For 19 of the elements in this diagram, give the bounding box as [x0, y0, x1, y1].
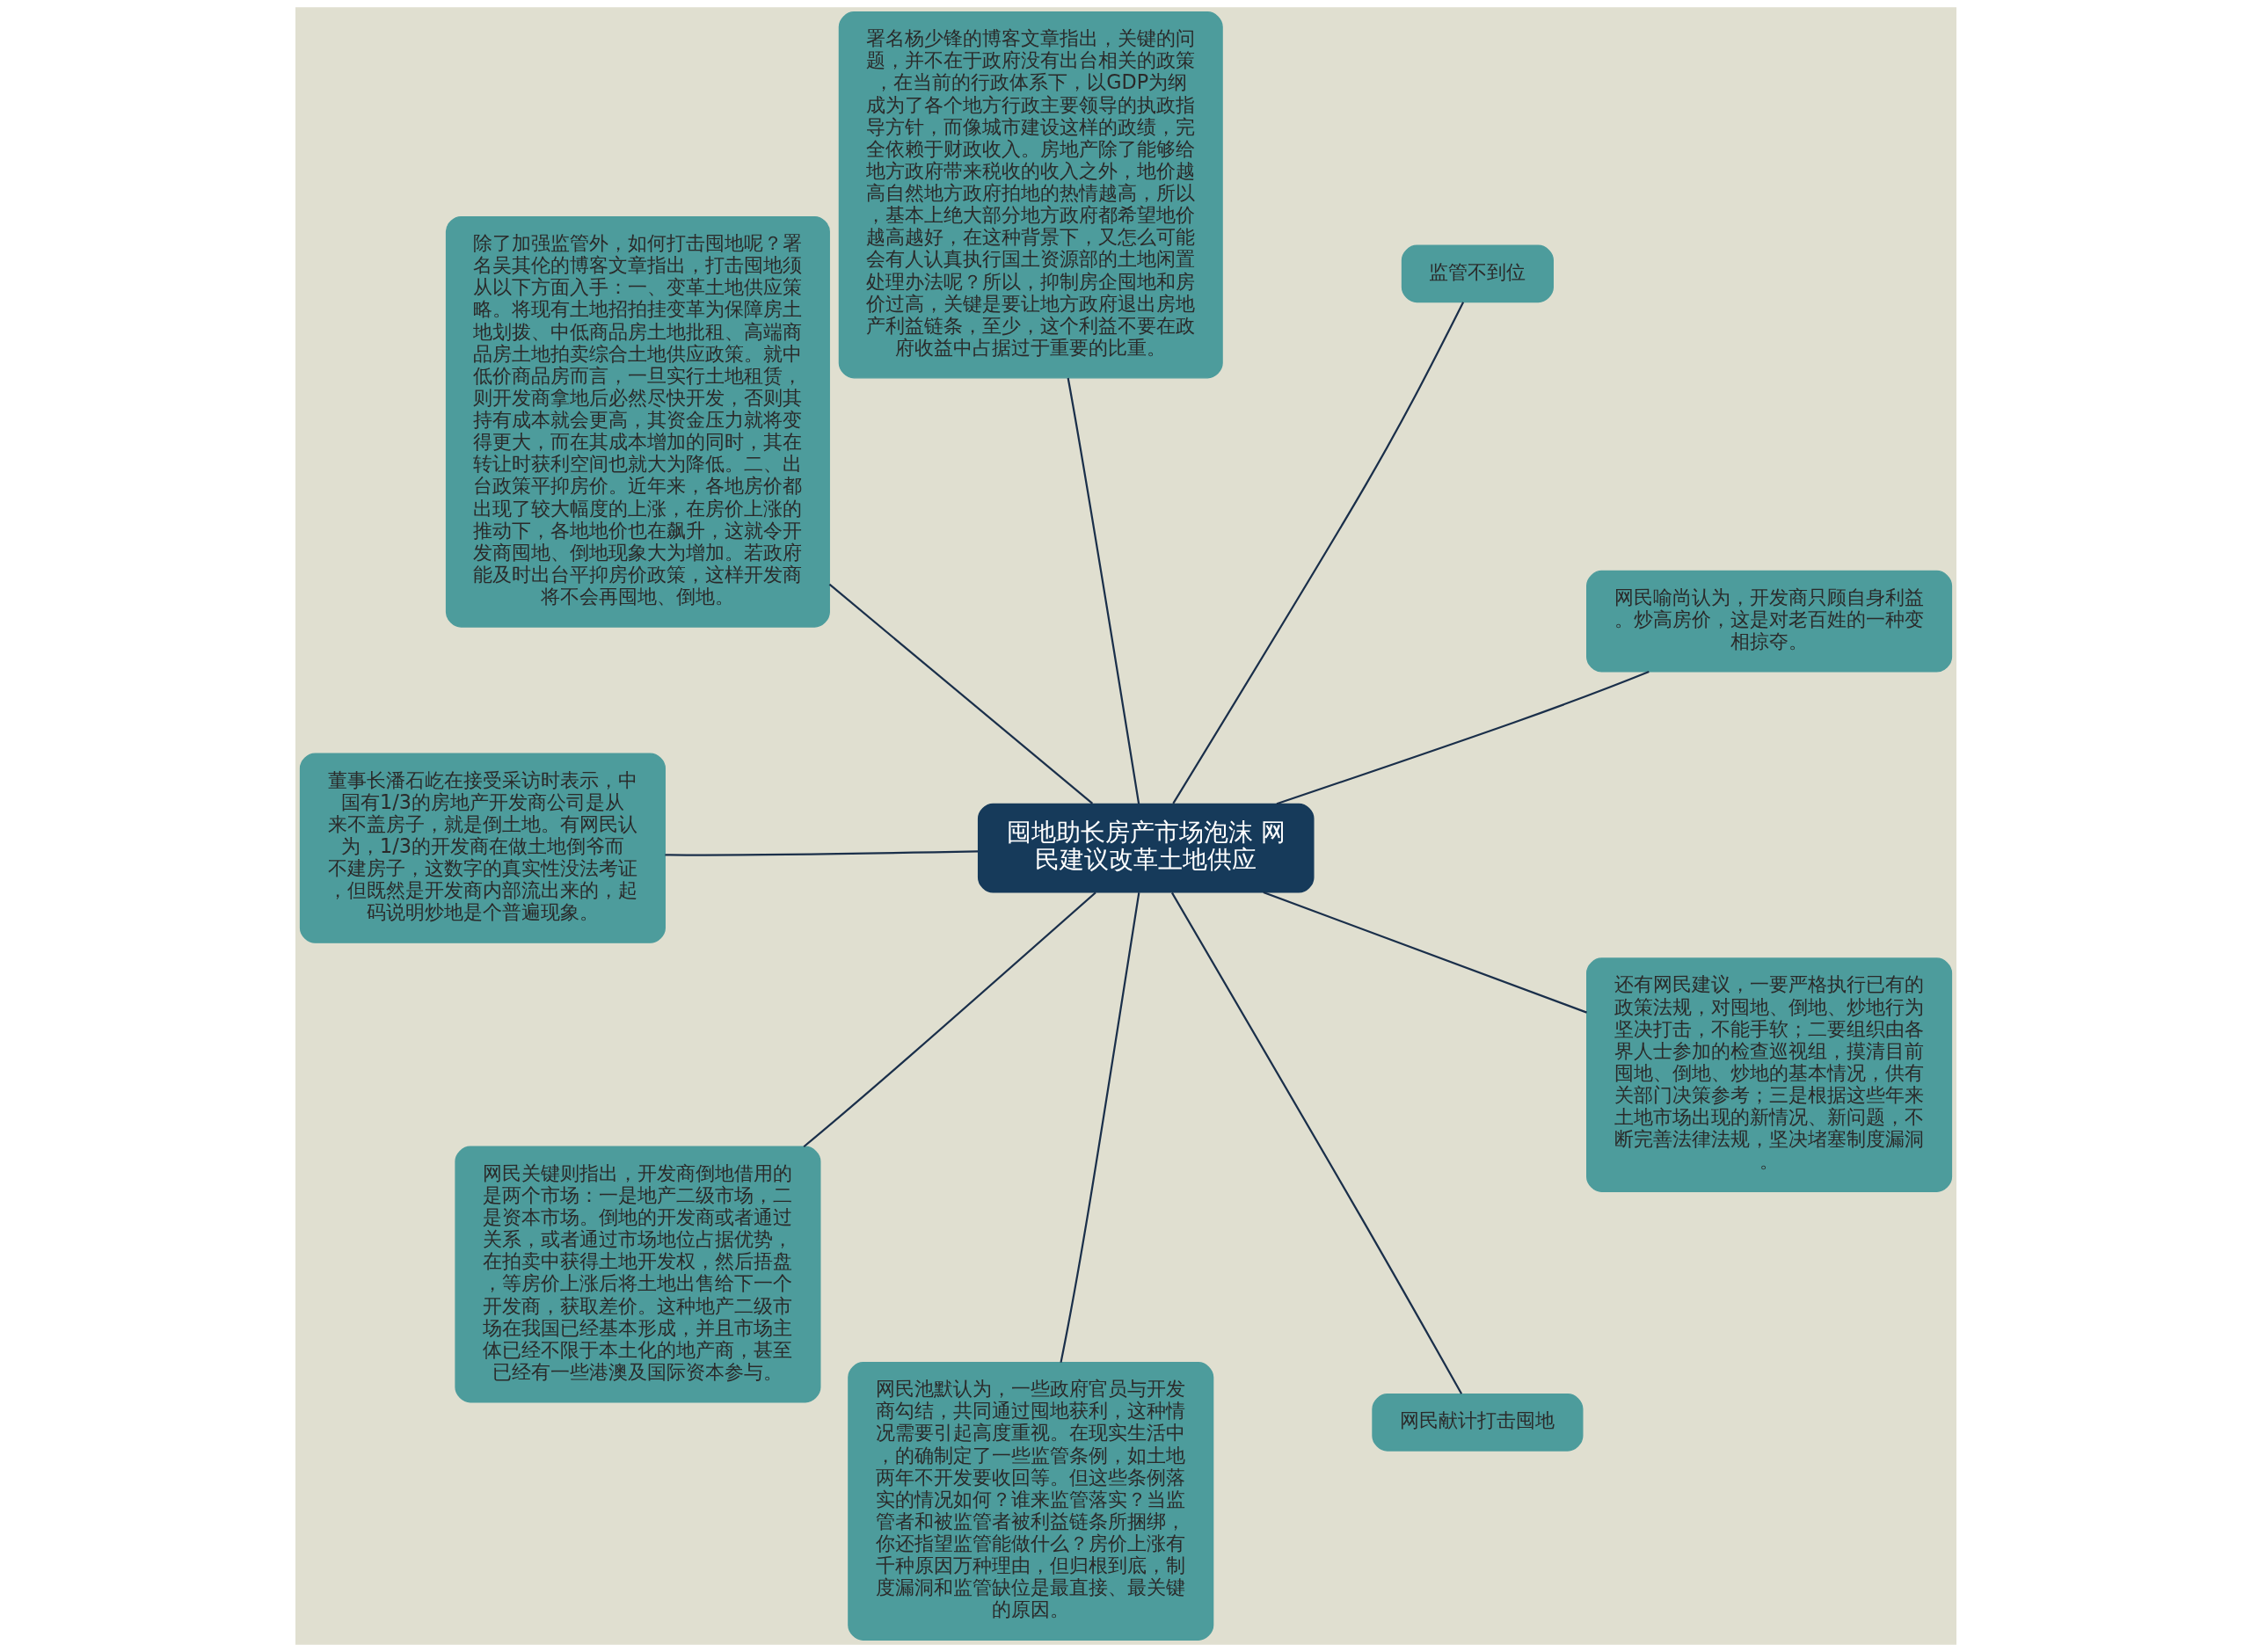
node-box: 囤地助长房产市场泡沫 网民建议改革土地供应 [977, 803, 1315, 893]
node-box: 网民池默认为，一些政府官员与开发商勾结，共同通过囤地获利，这种情况需要引起高度重视。在现实生活中，的确制定了一些监管条例，如土地两年不开发要收回等。但这些条例落实的情况如何？谁来监管落实？当监管者和被监管者被利益链条所捆绑，你还指望监管能做什么？房价上涨有千种原因万种理由，但归根到底，制度漏洞和监管缺位是最直接、最关键的原因。 [847, 1362, 1213, 1641]
connector [1171, 302, 1464, 804]
node-box: 网民喻尚认为，开发商只顾自身利益。炒高房价，这是对老百姓的一种变相掠夺。 [1585, 570, 1952, 673]
node-box: 董事长潘石屹在接受采访时表示，中国有1/3的房地产开发商公司是从来不盖房子，就是倒土地。有网民认为，1/3的开发商在做土地倒爷而不建房子，这数字的真实性没法考证，但既然是开发商内部流出来的，起码说明炒地是个普遍现象。 [299, 753, 666, 943]
node-box: 网民关键则指出，开发商倒地借用的是两个市场：一是地产二级市场，二是资本市场。倒地的开发商或者通过关系，或者通过市场地位占据优势，在拍卖中获得土地开发权，然后捂盘，等房价上涨后将土地出售给下一个开发商，获取差价。这种地产二级市场在我国已经基本形成，并且市场主体已经不限于本土化的地产商，甚至已经有一些港澳及国际资本参与。 [454, 1146, 820, 1403]
connector [664, 850, 978, 856]
node-box: 署名杨少锋的博客文章指出，关键的问题，并不在于政府没有出台相关的政策，在当前的行政体系下，以GDP为纲成为了各个地方行政主要领导的执政指导方针，而像城市建设这样的政绩，完全依赖于财政收入。房地产除了能够给地方政府带来税收的收入之外，地价越高自然地方政府拍地的热情越高，所以，基本上绝大部分地方政府都希望地价越高越好，在这种背景下，又怎么可能会有人认真执行国土资源部的土地闲置处理办法呢？所以，抑制房企囤地和房价过高，关键是要让地方政府退出房地产利益链条，至少，这个利益不要在政府收益中占据过于重要的比重。 [838, 11, 1223, 379]
node-box: 监管不到位 [1401, 244, 1554, 303]
connector [802, 891, 1096, 1148]
node-box: 网民献计打击囤地 [1371, 1394, 1583, 1452]
connector [828, 583, 1093, 804]
connector [1276, 670, 1650, 805]
connector [1170, 891, 1462, 1394]
node-box: 还有网民建议，一要严格执行已有的政策法规，对囤地、倒地、炒地行为坚决打击，不能手软；二要组织由各界人士参加的检查巡视组，摸清目前囤地、倒地、炒地的基本情况，供有关部门决策参考；三是根据这些年来土地市场出现的新情况、新问题，不断完善法律法规，坚决堵塞制度漏洞。 [1585, 957, 1952, 1192]
connector [1263, 891, 1587, 1014]
node-box: 除了加强监管外，如何打击囤地呢？署名吴其伦的博客文章指出，打击囤地须从以下方面入手：一、变革土地供应策略。将现有土地招拍挂变革为保障房土地划拨、中低商品房土地批租、高端商品房土地拍卖综合土地供应政策。就中低价商品房而言，一旦实行土地租赁，则开发商拿地后必然尽快开发，否则其持有成本就会更高，其资金压力就将变得更大，而在其成本增加的同时，其在转让时获利空间也就大为降低。二、出台政策平抑房价。近年来，各地房价都出现了较大幅度的上涨，在房价上涨的推动下，各地地价也在飙升，这就令开发商囤地、倒地现象大为增加。若政府能及时出台平抑房价政策，这样开发商将不会再囤地、倒地。 [445, 215, 830, 628]
connector [1067, 377, 1140, 804]
connector [1059, 892, 1140, 1363]
